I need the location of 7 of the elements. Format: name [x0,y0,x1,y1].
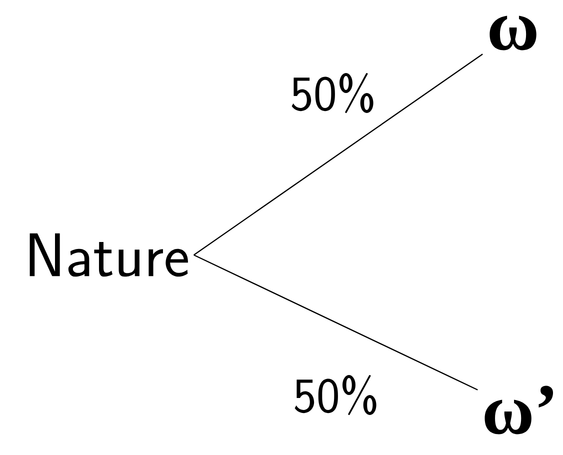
branch-line [194,254,478,390]
outcome-symbol: ω [490,16,536,50]
outcome-symbol: ω’ [484,386,553,434]
edge-label: 50% [294,374,376,415]
node-label: Nature [30,233,188,277]
edge-label: 50% [292,72,374,114]
branch-line [194,54,483,256]
